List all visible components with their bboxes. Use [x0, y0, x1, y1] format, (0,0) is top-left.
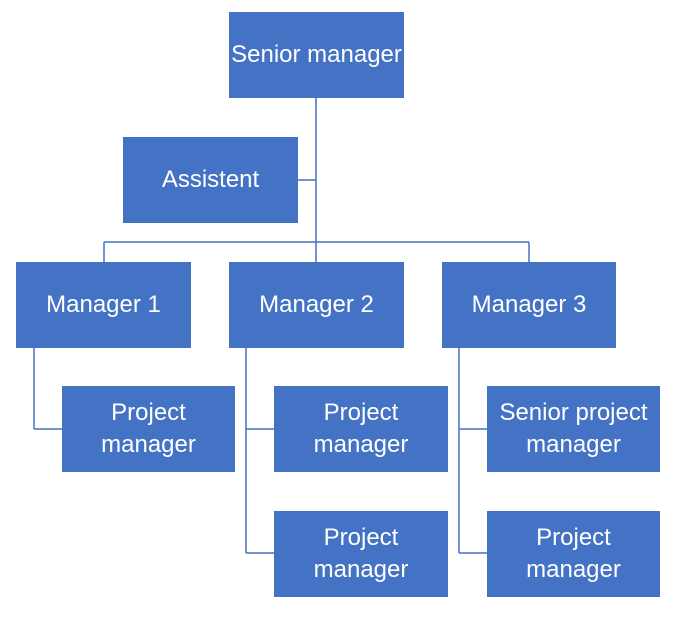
node-m3-senior-project-manager: Senior project manager — [487, 386, 660, 472]
node-m2-project-manager-2: Project manager — [274, 511, 448, 597]
node-manager-3-label: Manager 3 — [471, 291, 587, 318]
node-m3-project-manager-label: Project manager — [526, 524, 621, 583]
node-manager-1: Manager 1 — [16, 262, 191, 348]
node-m3-project-manager: Project manager — [487, 511, 660, 597]
node-m1-project-manager-label: Project manager — [101, 399, 196, 458]
node-manager-1-label: Manager 1 — [46, 291, 161, 318]
node-m2-project-manager-2-label: Project manager — [313, 524, 409, 583]
node-m2-project-manager-1-label: Project manager — [313, 399, 409, 458]
node-senior-manager: Senior manager — [229, 12, 404, 98]
node-assistant: Assistent — [123, 137, 298, 223]
node-manager-2: Manager 2 — [229, 262, 404, 348]
node-manager-3: Manager 3 — [442, 262, 616, 348]
node-m2-project-manager-1: Project manager — [274, 386, 448, 472]
node-m1-project-manager: Project manager — [62, 386, 235, 472]
node-senior-manager-label: Senior manager — [231, 41, 402, 68]
node-manager-2-label: Manager 2 — [259, 291, 374, 318]
node-assistant-label: Assistent — [161, 166, 260, 193]
node-m3-senior-project-manager-label: Senior project manager — [499, 399, 648, 458]
